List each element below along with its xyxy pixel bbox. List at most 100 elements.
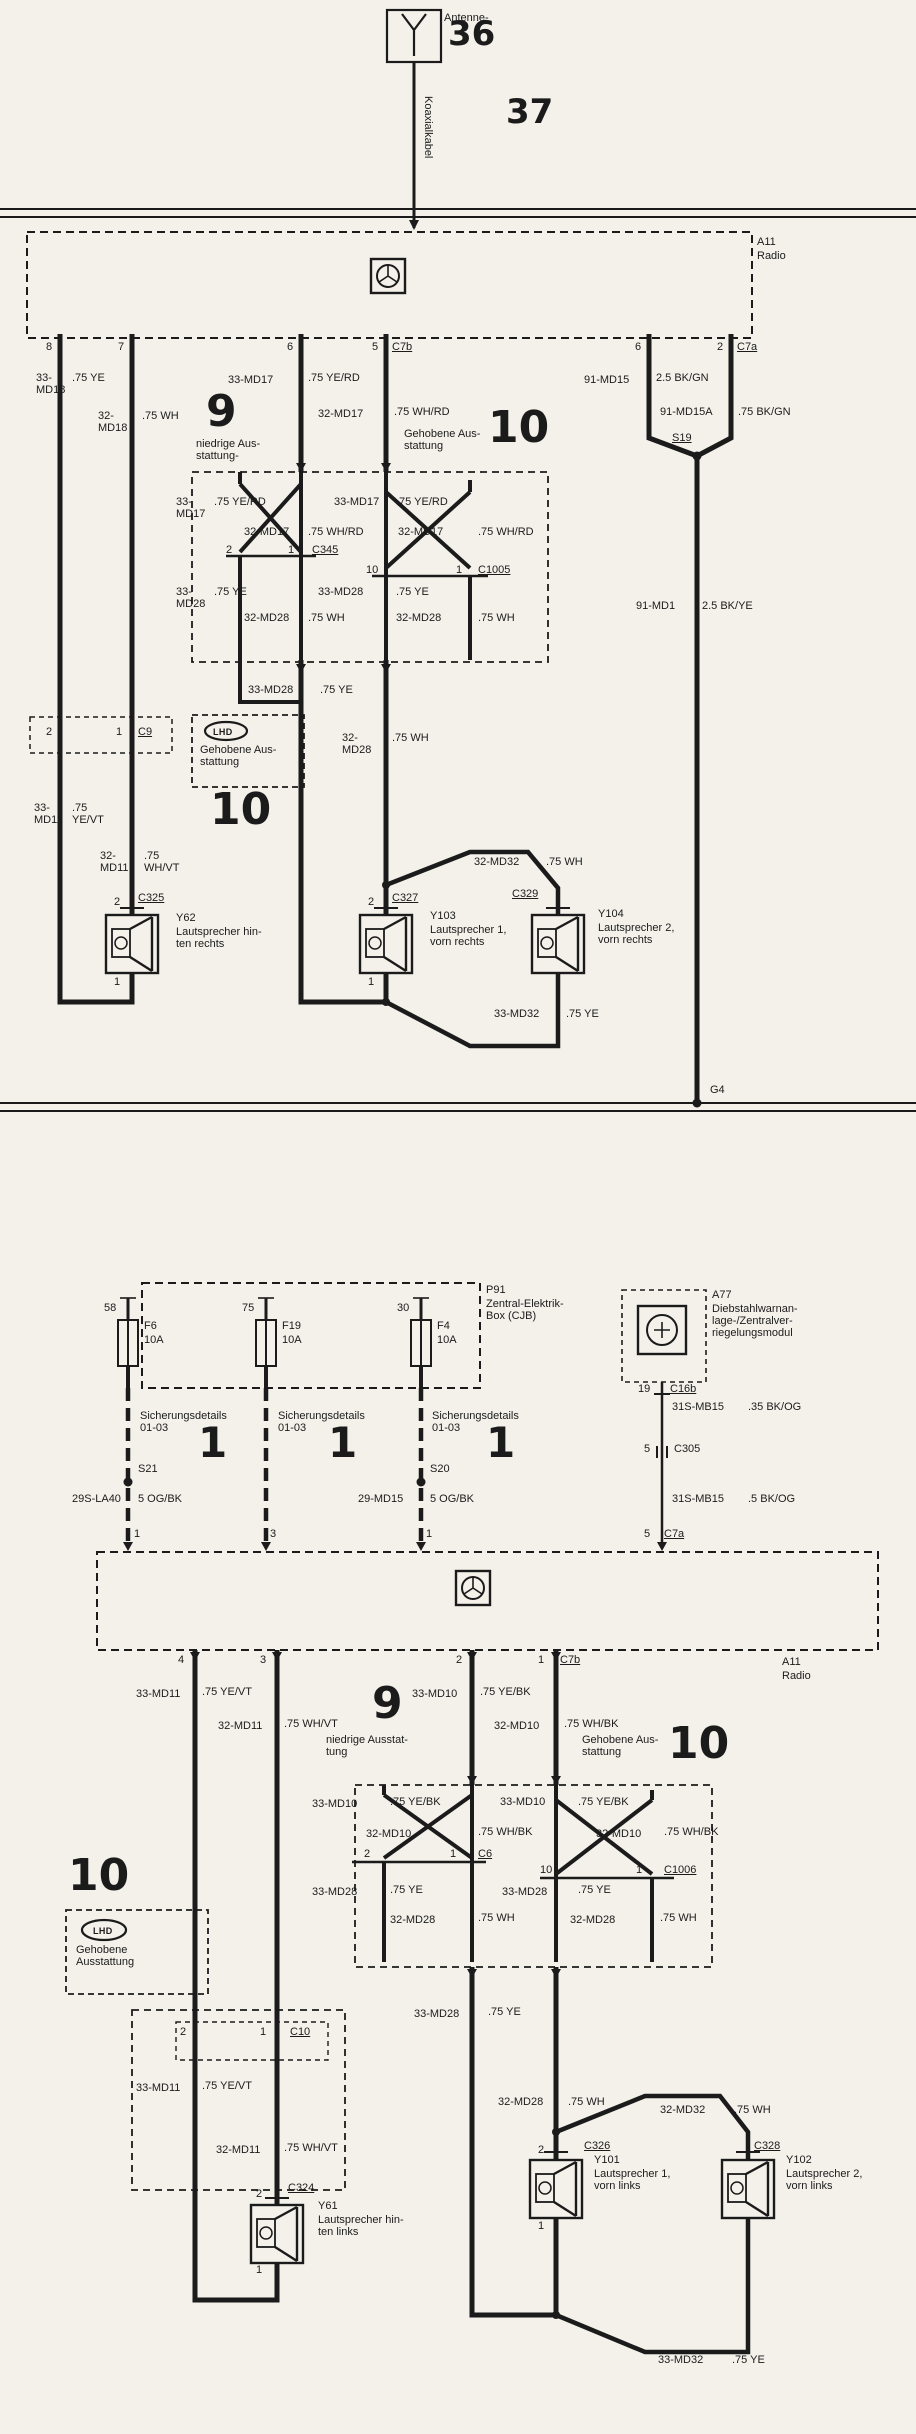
speaker-y102-name: Lautsprecher 2, vorn links	[786, 2168, 863, 2192]
variant-9-text-bottom: niedrige Ausstat- tung	[326, 1734, 408, 1758]
wire-code-32md32-b: 32-MD32	[660, 2104, 706, 2116]
connector-c329: C329	[512, 888, 539, 900]
radio2-top-pin-5: 5	[644, 1528, 651, 1540]
wire-code-29sla40: 29S-LA40	[72, 1493, 121, 1505]
connector-c10-region	[131, 2009, 346, 2191]
wire-spec-91md15: 2.5 BK/GN	[656, 372, 709, 384]
lhd-number-bottom: 10	[68, 1850, 130, 1901]
y62-pin-1: 1	[114, 976, 121, 988]
pin-2r: 2	[717, 341, 724, 353]
wire-code-32md11-b: 32-MD11	[218, 1720, 263, 1732]
variant-10-text-bottom: Gehobene Aus- stattung	[582, 1734, 659, 1758]
connector-c328: C328	[754, 2140, 781, 2152]
wire-spec-33md32: .75 YE	[566, 1008, 599, 1020]
c10-pin-2: 2	[180, 2026, 187, 2038]
wire-spec-33md11-c: .75 YE/VT	[202, 2080, 252, 2092]
antenna-icon	[385, 8, 443, 64]
c1005-pin-10: 10	[366, 564, 379, 576]
fuse-detail-note-2: Sicherungsdetails 01-03	[278, 1410, 365, 1434]
optbox-l2-code: 32-MD17	[244, 526, 290, 538]
wire-code-91md15: 91-MD15	[584, 374, 630, 386]
radio2-pin-1: 1	[538, 1654, 545, 1666]
wire-spec-32md11-c: .75 WH/VT	[284, 2142, 338, 2154]
optbox2-l3-spec: .75 YE	[390, 1884, 423, 1896]
radio2-top-pin-1: 1	[134, 1528, 141, 1540]
wire-spec-33md11-b: .75 YE/VT	[202, 1686, 252, 1698]
wire-spec-31smb15-5: .5 BK/OG	[748, 1493, 796, 1505]
speaker-y104-ref: Y104	[598, 908, 624, 920]
c1006-pin-1: 1	[636, 1864, 643, 1876]
lhd-badge-top: LHD	[213, 727, 233, 737]
wire-code-32md28: 32- MD28	[342, 732, 372, 756]
connector-c9: C9	[138, 726, 153, 738]
wire-code-33md17: 33-MD17	[228, 374, 274, 386]
wire-spec-32md28-b: .75 WH	[568, 2096, 605, 2108]
speaker-connector-ticks-bottom	[265, 2151, 760, 2199]
connector-c6: C6	[478, 1848, 493, 1860]
radio-bottom-ref: A11	[782, 1656, 801, 1668]
fuse-detail-number-2: 1	[328, 1418, 358, 1467]
radio2-top-pin-1b: 1	[426, 1528, 433, 1540]
fuse-f4-ref: F4	[437, 1320, 450, 1332]
optbox-l2-spec: .75 WH/RD	[308, 526, 364, 538]
optbox2-l1-spec: .75 YE/BK	[390, 1796, 441, 1808]
c16b-pin-19: 19	[638, 1383, 651, 1395]
optbox2-l2-spec: .75 WH/BK	[478, 1826, 533, 1838]
optbox-r4-code: 32-MD28	[396, 612, 442, 624]
pin-6: 6	[287, 341, 294, 353]
optbox2-r3-spec: .75 YE	[578, 1884, 611, 1896]
optbox-l3-code: 33- MD28	[176, 586, 206, 610]
wire-code-33md28-h: 33-MD28	[248, 684, 294, 696]
fuse-icon-f4	[410, 1297, 432, 1542]
radio-box-top	[26, 231, 753, 339]
coax-number: 37	[506, 92, 554, 132]
option-box-top	[191, 471, 549, 663]
fuse-icon-f19	[255, 1297, 277, 1542]
wire-code-33md32-b: 33-MD32	[658, 2354, 704, 2366]
option-box-bottom	[352, 1784, 713, 1968]
optbox-l1-code: 33- MD17	[176, 496, 206, 520]
speaker-icon-y61	[249, 2203, 305, 2265]
variant-10-number: 10	[488, 402, 550, 453]
optbox2-r3-code: 33-MD28	[502, 1886, 548, 1898]
splice-s20: S20	[430, 1463, 450, 1475]
optbox-r1-spec: .75 YE/RD	[396, 496, 448, 508]
connector-c7a: C7a	[737, 341, 758, 353]
optbox2-r1-spec: .75 YE/BK	[578, 1796, 629, 1808]
speaker-icon-y62	[104, 913, 160, 975]
optbox-l1-spec: .75 YE/RD	[214, 496, 266, 508]
optbox-l3-spec: .75 YE	[214, 586, 247, 598]
connector-c326: C326	[584, 2140, 611, 2152]
speaker-y61-name: Lautsprecher hin- ten links	[318, 2214, 404, 2238]
connector-c7b: C7b	[392, 341, 413, 353]
speaker-y103-name: Lautsprecher 1, vorn rechts	[430, 924, 507, 948]
fuse-f6-ref: F6	[144, 1320, 157, 1332]
optbox-r3-code: 33-MD28	[318, 586, 364, 598]
connector-c305: C305	[674, 1443, 701, 1455]
y103-pin-1: 1	[368, 976, 375, 988]
pin-7: 7	[118, 341, 125, 353]
y61-pin-1: 1	[256, 2264, 263, 2276]
wire-spec-29md15: 5 OG/BK	[430, 1493, 475, 1505]
speaker-icon-y102	[720, 2158, 776, 2220]
wire-spec-29sla40: 5 OG/BK	[138, 1493, 183, 1505]
c1005-pin-1: 1	[456, 564, 463, 576]
ground-g4: G4	[710, 1084, 725, 1096]
wire-spec-33md28-h: .75 YE	[320, 684, 353, 696]
junction-dots	[123, 451, 702, 2319]
wire-code-33md32: 33-MD32	[494, 1008, 540, 1020]
optbox2-l2-code: 32-MD10	[366, 1828, 412, 1840]
connector-c1005: C1005	[478, 564, 511, 576]
wire-code-33md11-c: 33-MD11	[136, 2082, 181, 2094]
splice-s19: S19	[672, 432, 692, 444]
flow-arrows	[123, 463, 667, 1978]
speaker-y101-name: Lautsprecher 1, vorn links	[594, 2168, 671, 2192]
cjb-ref: P91	[486, 1284, 506, 1296]
wire-spec-32md11-b: .75 WH/VT	[284, 1718, 338, 1730]
wire-spec-32md32-b: .75 WH	[734, 2104, 771, 2116]
wire-code-33md11: 33- MD11	[34, 802, 63, 826]
speaker-y103-ref: Y103	[430, 910, 456, 922]
wire-code-32md18: 32- MD18	[98, 410, 128, 434]
